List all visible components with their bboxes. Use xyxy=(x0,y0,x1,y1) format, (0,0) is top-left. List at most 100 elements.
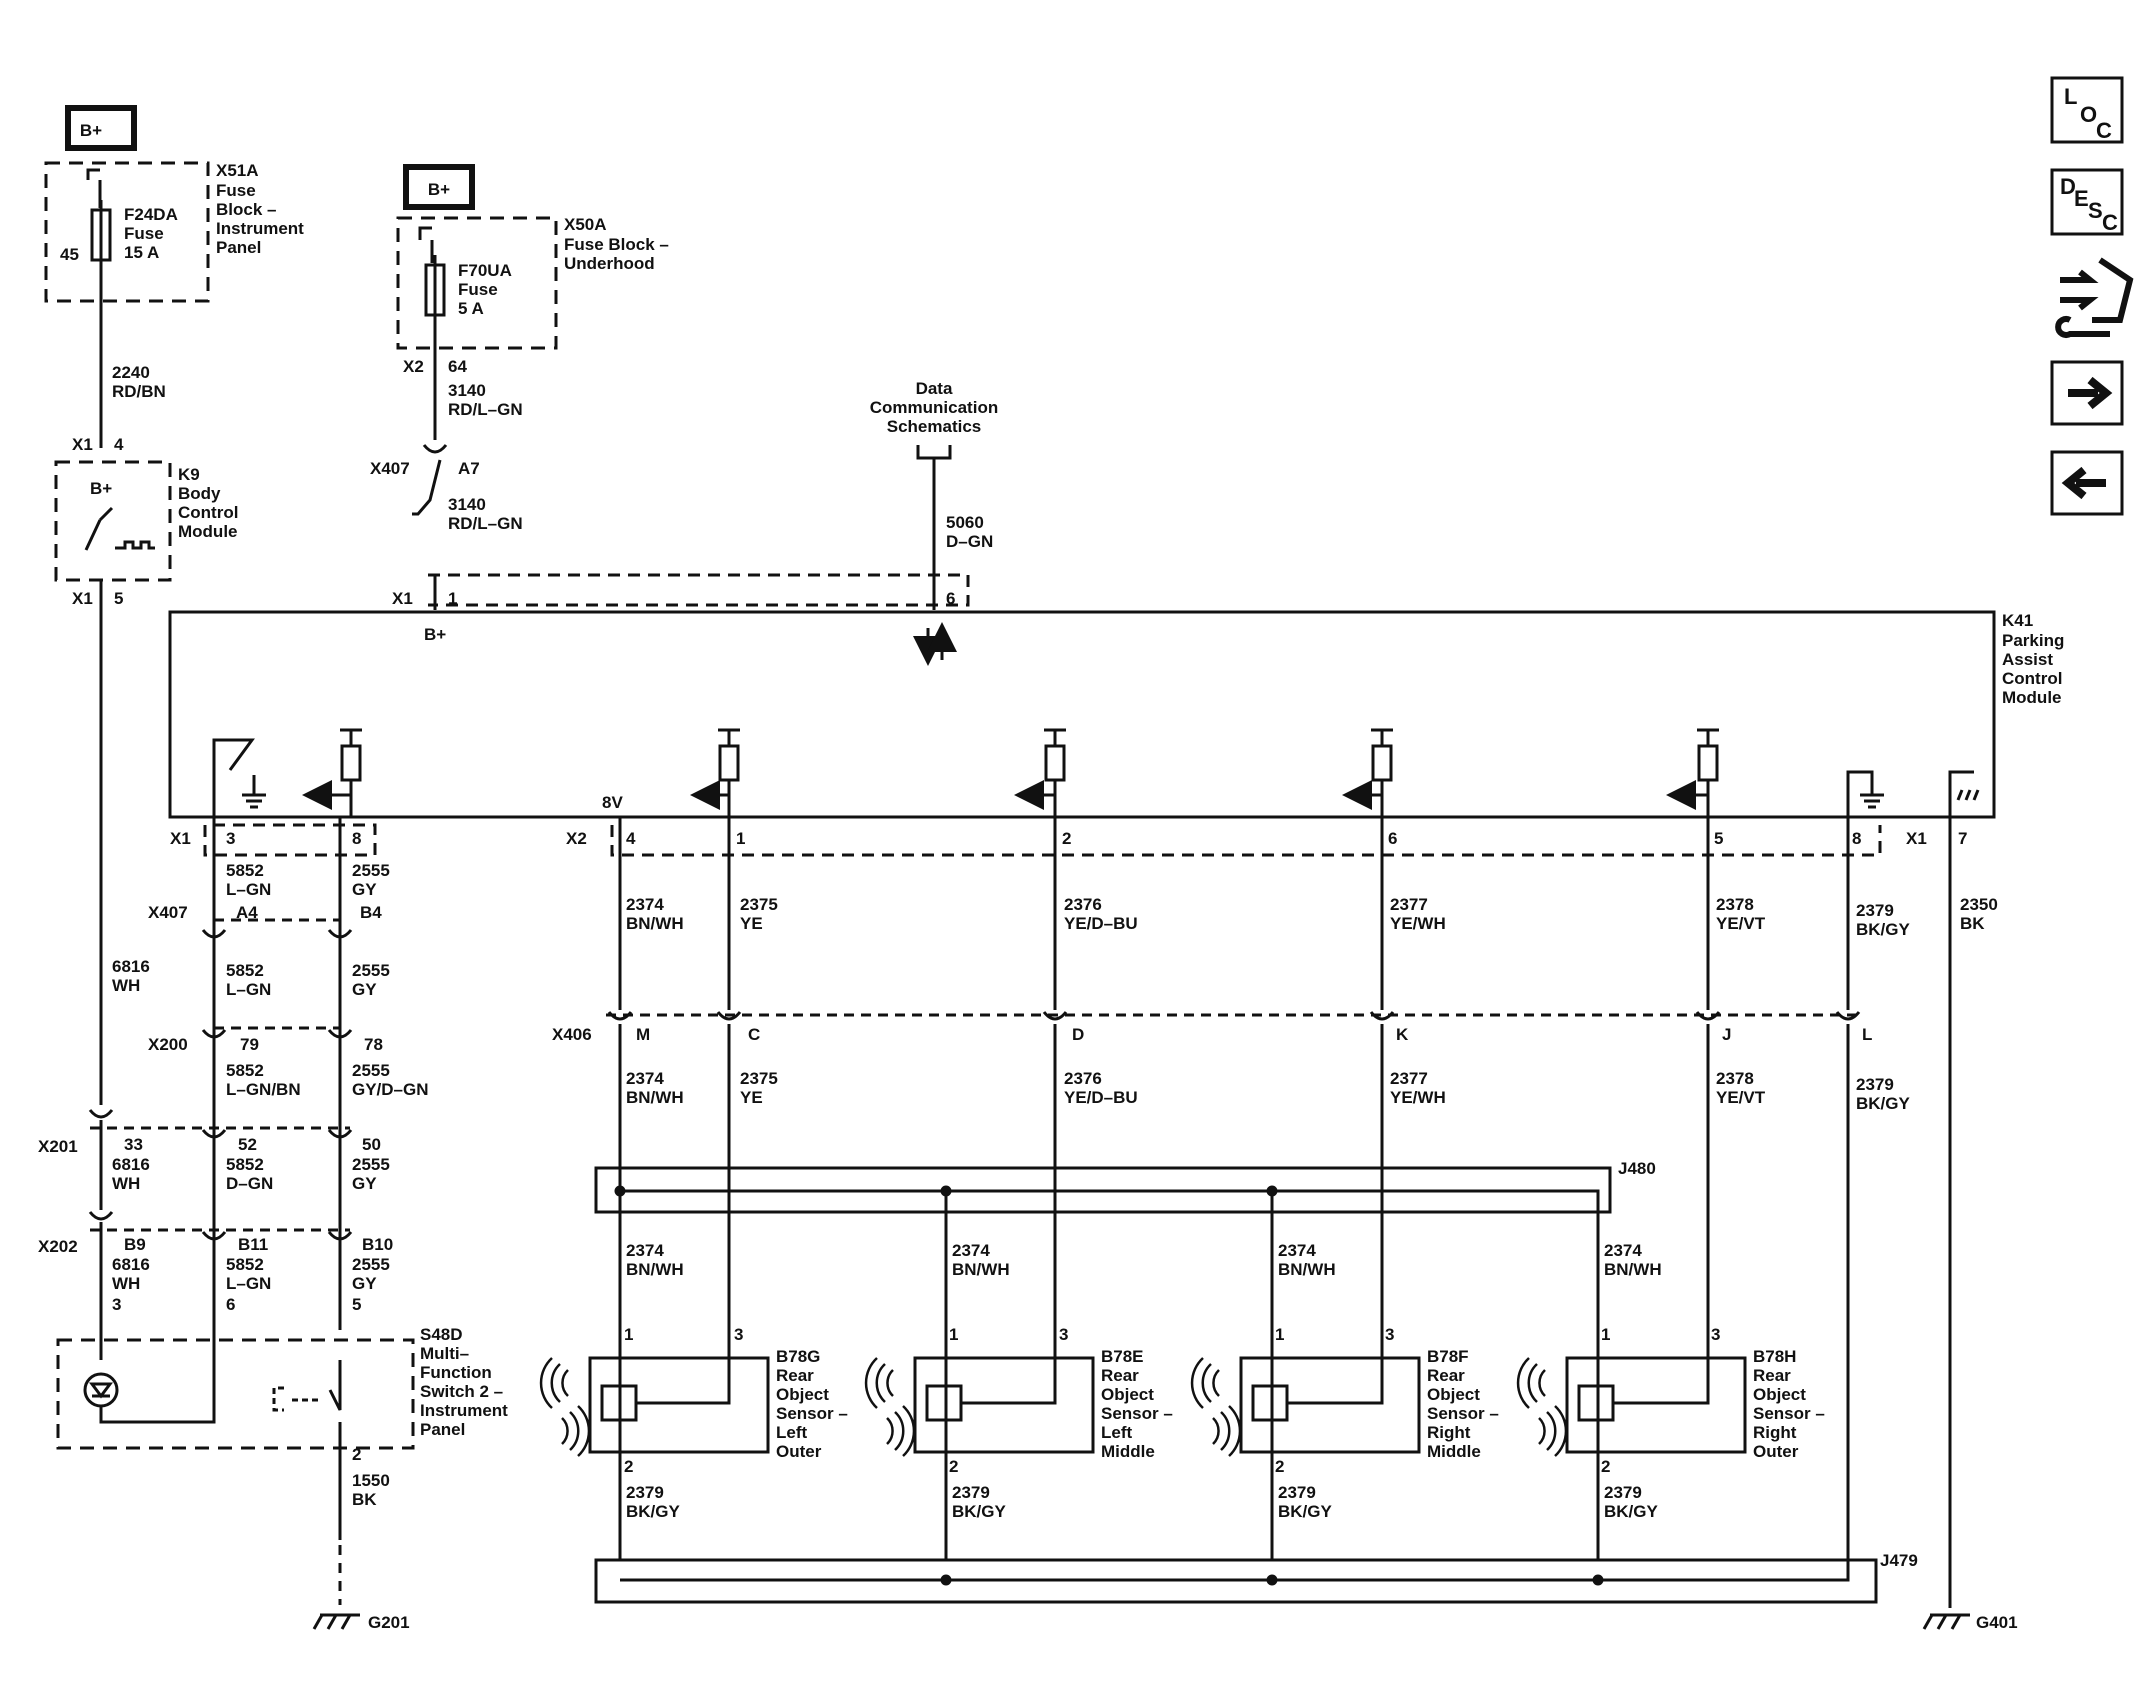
sensor-0-name-line-5: Outer xyxy=(776,1442,822,1461)
k9-id: K9 xyxy=(178,465,200,484)
x407-a7: A7 xyxy=(458,459,480,478)
wire-2555-c-line-1: 2555 xyxy=(352,1061,390,1080)
sensor-3-pin-1: 1 xyxy=(1601,1325,1610,1344)
x51a-name-line-2: Block – xyxy=(216,200,276,219)
data-comm-label-line-2: Communication xyxy=(870,398,998,417)
wire-5852-a-line-1: 5852 xyxy=(226,861,264,880)
desc-letter-3: S xyxy=(2088,198,2103,223)
next-arrow-icon[interactable] xyxy=(2050,360,2124,426)
wire-2555-d-line-1: 2555 xyxy=(352,1155,390,1174)
pin-1: 1 xyxy=(736,829,745,848)
desc-icon[interactable] xyxy=(2050,168,2124,236)
f70ua-label-line-3: 5 A xyxy=(458,299,484,318)
sensor-3-id: B78H xyxy=(1753,1347,1796,1366)
s48d-name-line-5: Panel xyxy=(420,1420,465,1439)
wire-5852-a-line-2: L–GN xyxy=(226,880,271,899)
wire-2555-a-line-2: GY xyxy=(352,880,377,899)
wire-2374-s3-line-2: BN/WH xyxy=(1278,1260,1336,1279)
s48d-name-line-3: Switch 2 – xyxy=(420,1382,503,1401)
x1-lower: X1 xyxy=(170,829,191,848)
sensor-boxes xyxy=(588,1175,1747,1454)
wire-2378-b-line-2: YE/VT xyxy=(1716,1088,1766,1107)
desc-letter-4: C xyxy=(2102,210,2118,235)
bplus-label-x50a: B+ xyxy=(428,180,450,199)
k41-module[interactable] xyxy=(168,610,1996,819)
x200-78: 78 xyxy=(364,1035,383,1054)
x50a-name-line-1: Fuse Block – xyxy=(564,235,669,254)
sensor-2-pin-1: 1 xyxy=(1275,1325,1284,1344)
j480-splice-pack[interactable] xyxy=(594,1166,1612,1214)
connector-view-icon[interactable] xyxy=(2055,257,2134,338)
pin-8b: 8 xyxy=(1852,829,1861,848)
f70ua-label-line-2: Fuse xyxy=(458,280,498,299)
wire-2374-b-line-1: 2374 xyxy=(626,1069,664,1088)
wire-5852-c-line-1: 5852 xyxy=(226,1061,264,1080)
x50a-id: X50A xyxy=(564,215,607,234)
wire-2379-g1-line-1: 2379 xyxy=(626,1483,664,1502)
wire-2555-e-line-2: GY xyxy=(352,1274,377,1293)
s48d-name-line-4: Instrument xyxy=(420,1401,508,1420)
wire-5852-b-line-1: 5852 xyxy=(226,961,264,980)
sensor-1-name-line-2: Object xyxy=(1101,1385,1154,1404)
wire-2379-g4-line-2: BK/GY xyxy=(1604,1502,1659,1521)
sensor-3-name-line-2: Object xyxy=(1753,1385,1806,1404)
sensor-0-id: B78G xyxy=(776,1347,820,1366)
wire-2375-a-line-1: 2375 xyxy=(740,895,778,914)
bplus-box-x51a xyxy=(65,105,137,151)
sensor-3-pin-3: 3 xyxy=(1711,1325,1720,1344)
s48d-switch-box[interactable] xyxy=(56,1338,415,1450)
x50a-pin: 64 xyxy=(448,357,467,376)
wire-2555-b-line-1: 2555 xyxy=(352,961,390,980)
sensor-0-pin-2: 2 xyxy=(624,1457,633,1476)
s48-pin-6: 6 xyxy=(226,1295,235,1314)
k41-name-line-1: Parking xyxy=(2002,631,2064,650)
data-comm-label-line-1: Data xyxy=(916,379,953,398)
wire-5852-c-line-2: L–GN/BN xyxy=(226,1080,301,1099)
sensor-1-pin-3: 3 xyxy=(1059,1325,1068,1344)
wire-2374-s4-line-2: BN/WH xyxy=(1604,1260,1662,1279)
pin-4b: 4 xyxy=(626,829,636,848)
wire-2377-b-line-1: 2377 xyxy=(1390,1069,1428,1088)
k41-name-line-3: Control xyxy=(2002,669,2062,688)
x2-lower: X2 xyxy=(566,829,587,848)
ground-g401: G401 xyxy=(1976,1613,2018,1632)
wire-2375-a-line-2: YE xyxy=(740,914,763,933)
sensor-2-pin-2: 2 xyxy=(1275,1457,1284,1476)
k9-x1-bottom: X1 xyxy=(72,589,93,608)
wire-6816-line-1: 6816 xyxy=(112,957,150,976)
s48-pin-2: 2 xyxy=(352,1445,361,1464)
pin-8: 8 xyxy=(352,829,361,848)
x50a-fuse-block[interactable] xyxy=(396,216,558,350)
k9-module-box[interactable] xyxy=(54,460,172,582)
wire-6816-e-line-1: 6816 xyxy=(112,1255,150,1274)
wire-5852-d-line-1: 5852 xyxy=(226,1155,264,1174)
pin-3: 3 xyxy=(226,829,235,848)
j479-splice-pack[interactable] xyxy=(594,1558,1878,1604)
x51a-fuse-block[interactable] xyxy=(44,161,210,303)
x407-top: X407 xyxy=(370,459,410,478)
wire-2379-g2-line-2: BK/GY xyxy=(952,1502,1007,1521)
x406-L: L xyxy=(1862,1025,1872,1044)
wire-2379-g3-line-1: 2379 xyxy=(1278,1483,1316,1502)
sensor-2-name-line-5: Middle xyxy=(1427,1442,1481,1461)
k41-name-line-4: Module xyxy=(2002,688,2062,707)
loc-icon[interactable] xyxy=(2050,76,2124,144)
x407-a4: A4 xyxy=(236,903,258,922)
wire-2555-d-line-2: GY xyxy=(352,1174,377,1193)
wire-2379-g3-line-2: BK/GY xyxy=(1278,1502,1333,1521)
wire-2555-a-line-1: 2555 xyxy=(352,861,390,880)
k41-pin-6: 6 xyxy=(946,589,955,608)
x406-K: K xyxy=(1396,1025,1409,1044)
wire-2379-a-line-1: 2379 xyxy=(1856,901,1894,920)
sensor-1-name-line-5: Middle xyxy=(1101,1442,1155,1461)
wire-2374-s4-line-1: 2374 xyxy=(1604,1241,1642,1260)
x201-33: 33 xyxy=(124,1135,143,1154)
x202-b9: B9 xyxy=(124,1235,146,1254)
sensor-2-id: B78F xyxy=(1427,1347,1469,1366)
wire-5060-line-1: 5060 xyxy=(946,513,984,532)
bplus-box-x50a xyxy=(403,164,475,210)
previous-arrow-icon[interactable] xyxy=(2050,450,2124,516)
x202-b11: B11 xyxy=(238,1235,268,1254)
sensor-3-name-line-1: Rear xyxy=(1753,1366,1791,1385)
